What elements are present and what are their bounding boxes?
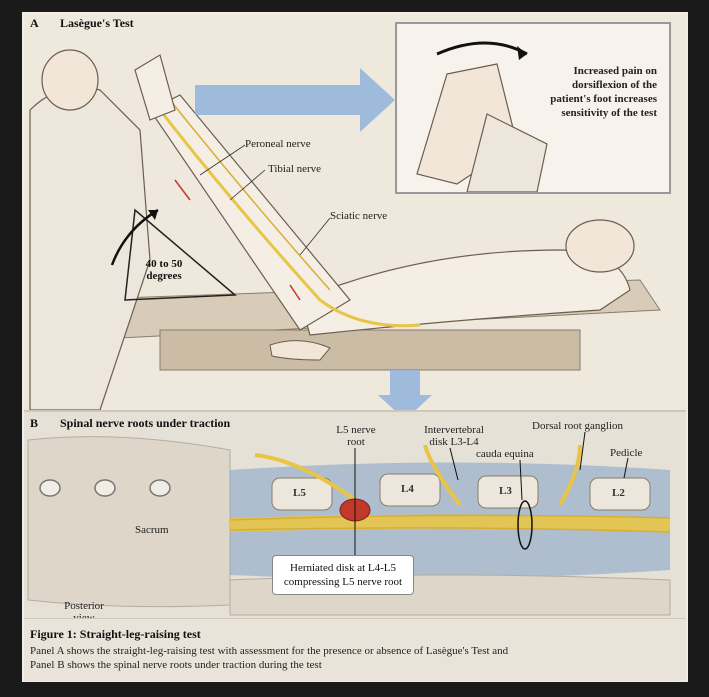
- label-pedicle: Pedicle: [610, 447, 643, 459]
- inset-note-line1: Increased pain on: [573, 65, 657, 77]
- label-dorsal-root-ganglion: Dorsal root ganglion: [532, 420, 624, 432]
- traction-arrow: [289, 284, 301, 301]
- panel-a-title: Lasègue's Test: [60, 16, 134, 30]
- label-tibial-nerve: Tibial nerve: [268, 163, 322, 175]
- inset-note-line4: sensitivity of the test: [561, 107, 657, 119]
- figure-caption: Figure 1: Straight-leg-raising test Pane…: [24, 618, 686, 681]
- herniated-disk-callout: Herniated disk at L4-L5 compressing L5 n…: [272, 555, 414, 595]
- label-l5-nerve-root-line2: root: [347, 436, 365, 448]
- angle-triangle: [124, 208, 237, 301]
- label-l5-nerve-root-line1: L5 nerve: [336, 424, 376, 436]
- vertebra-label-l2: L2: [612, 487, 625, 499]
- sciatic-nerve-path: [158, 109, 421, 328]
- label-sacrum: Sacrum: [135, 524, 169, 536]
- herniated-callout-line1: Herniated disk at L4-L5: [290, 562, 396, 574]
- leader-tibial: [229, 169, 266, 201]
- leader-peroneal: [199, 144, 246, 176]
- panel-b-letter: B: [30, 416, 39, 430]
- label-intervertebral-disk-line1: Intervertebral: [424, 424, 484, 436]
- dorsiflexion-inset: Increased pain on dorsiflexion of the pa…: [395, 22, 671, 194]
- traction-arrow: [174, 179, 191, 201]
- label-peroneal-nerve: Peroneal nerve: [245, 138, 311, 150]
- examiner-body: [29, 86, 151, 411]
- inset-note-line3: patient's foot increases: [550, 93, 657, 105]
- caption-line1: Panel A shows the straight-leg-raising t…: [30, 645, 509, 657]
- dorsiflexion-arrow: [436, 41, 528, 56]
- angle-arrow-head: [148, 210, 158, 220]
- label-angle: 40 to 50 degrees: [138, 258, 190, 282]
- label-l5-nerve-root: L5 nerve root: [328, 424, 384, 448]
- label-cauda-equina: cauda equina: [476, 448, 534, 460]
- label-intervertebral-disk: Intervertebral disk L3-L4: [412, 424, 496, 448]
- examiner-head: [41, 49, 99, 111]
- vertebra-label-l4: L4: [401, 483, 414, 495]
- patient-foot: [134, 54, 176, 121]
- label-posterior-view-line1: Posterior: [64, 600, 104, 612]
- arrow-to-inset: [195, 68, 395, 132]
- herniated-callout-line2: compressing L5 nerve root: [283, 576, 403, 588]
- panel-b-title: Spinal nerve roots under traction: [60, 416, 231, 430]
- leader-sciatic: [299, 217, 331, 256]
- patient-head: [565, 219, 635, 273]
- label-intervertebral-disk-line2: disk L3-L4: [429, 436, 479, 448]
- inset-illustration: [416, 41, 548, 192]
- arrow-to-panel-b: [378, 370, 432, 420]
- tibial-nerve-path: [169, 99, 331, 291]
- inset-note: Increased pain on dorsiflexion of the pa…: [497, 64, 657, 120]
- inset-note-line2: dorsiflexion of the: [572, 79, 657, 91]
- dorsiflexion-arrow-head: [517, 46, 527, 60]
- vertebra-label-l5: L5: [293, 487, 306, 499]
- patient-hand: [269, 340, 331, 361]
- vertebra-label-l3: L3: [499, 485, 512, 497]
- panel-a-letter: A: [30, 16, 39, 30]
- label-angle-line1: 40 to 50: [145, 258, 183, 270]
- caption-line2: Panel B shows the spinal nerve roots und…: [30, 659, 322, 671]
- bed-base: [159, 329, 581, 371]
- caption-title: Figure 1: Straight-leg-raising test: [30, 627, 201, 641]
- label-angle-line2: degrees: [146, 270, 182, 282]
- label-sciatic-nerve: Sciatic nerve: [330, 210, 388, 222]
- inset-leg: [466, 113, 548, 192]
